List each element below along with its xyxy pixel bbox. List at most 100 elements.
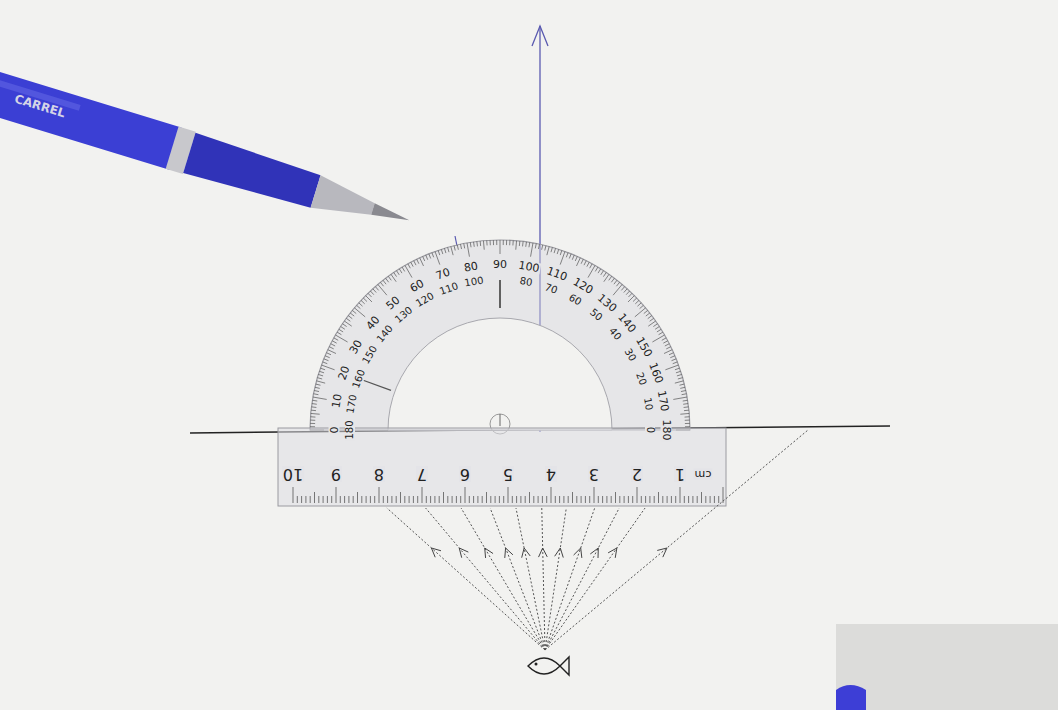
pen-tip bbox=[311, 175, 378, 225]
degree-tick bbox=[463, 243, 465, 248]
mm-tick bbox=[606, 496, 607, 503]
mm-tick bbox=[705, 496, 706, 503]
degree-tick bbox=[646, 313, 650, 316]
degree-tick bbox=[380, 282, 383, 286]
degree-tick bbox=[341, 327, 345, 330]
mm-tick bbox=[508, 487, 509, 503]
ninety-mark bbox=[499, 280, 501, 308]
mm-tick bbox=[465, 487, 466, 503]
degree-number: 10 bbox=[330, 392, 344, 410]
degree-tick bbox=[397, 271, 400, 275]
ray-arrow bbox=[657, 548, 667, 557]
degree-tick bbox=[420, 258, 424, 266]
degree-tick bbox=[680, 384, 685, 385]
degree-tick bbox=[503, 240, 504, 245]
degree-number: 70 bbox=[434, 266, 453, 282]
degree-tick bbox=[342, 324, 346, 327]
mm-tick bbox=[688, 496, 689, 503]
mm-tick bbox=[434, 496, 435, 503]
ray-arrow bbox=[485, 548, 493, 558]
ruler-number: 7 bbox=[416, 466, 428, 482]
mm-tick bbox=[697, 496, 698, 503]
mm-tick bbox=[331, 496, 332, 503]
degree-tick bbox=[359, 303, 363, 306]
degree-tick bbox=[601, 271, 604, 275]
mm-tick bbox=[486, 492, 487, 503]
degree-tick bbox=[609, 276, 612, 280]
degree-tick bbox=[554, 248, 555, 253]
fish-body bbox=[528, 658, 560, 674]
degree-tick bbox=[538, 244, 539, 249]
mm-tick bbox=[594, 487, 595, 503]
degree-tick bbox=[316, 384, 321, 385]
degree-tick bbox=[557, 249, 559, 254]
light-rays bbox=[387, 430, 808, 650]
mm-tick bbox=[516, 496, 517, 503]
degree-tick bbox=[685, 416, 690, 417]
mm-tick bbox=[503, 496, 504, 503]
degree-tick bbox=[352, 310, 356, 313]
degree-tick bbox=[486, 240, 487, 245]
degree-tick bbox=[621, 287, 624, 291]
degree-tick bbox=[611, 278, 614, 282]
degree-tick bbox=[328, 350, 336, 354]
mm-tick bbox=[675, 496, 676, 503]
degree-number: 40 bbox=[363, 314, 382, 333]
fish bbox=[528, 657, 569, 675]
ray-arrow bbox=[431, 548, 441, 557]
mm-tick bbox=[473, 496, 474, 503]
degree-tick bbox=[467, 243, 469, 257]
degree-tick bbox=[515, 241, 517, 250]
degree-tick bbox=[411, 262, 413, 266]
degree-tick bbox=[451, 246, 453, 255]
light-ray bbox=[387, 508, 545, 650]
degree-tick bbox=[673, 362, 678, 364]
mm-tick bbox=[374, 496, 375, 503]
degree-tick bbox=[613, 284, 622, 295]
degree-tick bbox=[560, 251, 565, 264]
mm-tick bbox=[443, 492, 444, 503]
mm-tick bbox=[426, 496, 427, 503]
degree-number: 180 bbox=[661, 419, 672, 442]
degree-tick bbox=[683, 403, 688, 405]
degree-tick bbox=[640, 305, 644, 308]
pen-body bbox=[0, 65, 190, 172]
degree-tick bbox=[483, 241, 485, 250]
degree-tick bbox=[685, 420, 690, 421]
degree-tick bbox=[324, 359, 329, 361]
mm-tick bbox=[572, 492, 573, 503]
mm-tick bbox=[568, 496, 569, 503]
mm-tick bbox=[387, 496, 388, 503]
mm-tick bbox=[615, 492, 616, 503]
degree-tick bbox=[310, 420, 315, 421]
degree-number: 10 bbox=[642, 396, 654, 412]
degree-tick bbox=[386, 278, 389, 282]
degree-tick bbox=[476, 241, 478, 246]
mm-tick bbox=[611, 496, 612, 503]
degree-number: 20 bbox=[634, 370, 648, 387]
degree-tick bbox=[493, 240, 494, 245]
degree-tick bbox=[378, 284, 387, 295]
degree-tick bbox=[509, 240, 510, 245]
mm-tick bbox=[718, 496, 719, 503]
mm-tick bbox=[305, 496, 306, 503]
ruler-number: 2 bbox=[631, 466, 643, 482]
ruler-number: 1 bbox=[674, 466, 686, 482]
degree-tick bbox=[598, 269, 601, 273]
mm-tick bbox=[469, 496, 470, 503]
degree-tick bbox=[321, 365, 334, 370]
degree-tick bbox=[635, 308, 646, 317]
degree-tick bbox=[545, 246, 546, 251]
mm-tick bbox=[456, 496, 457, 503]
degree-number: 50 bbox=[384, 293, 403, 312]
mm-tick bbox=[637, 487, 638, 503]
mm-tick bbox=[641, 496, 642, 503]
degree-tick bbox=[542, 245, 543, 250]
mm-tick bbox=[585, 496, 586, 503]
degree-tick bbox=[441, 249, 443, 254]
degree-tick bbox=[685, 423, 690, 424]
degree-number: 0 bbox=[645, 426, 655, 434]
pen-corner bbox=[836, 685, 866, 710]
mm-tick bbox=[563, 496, 564, 503]
degree-tick bbox=[680, 413, 689, 415]
